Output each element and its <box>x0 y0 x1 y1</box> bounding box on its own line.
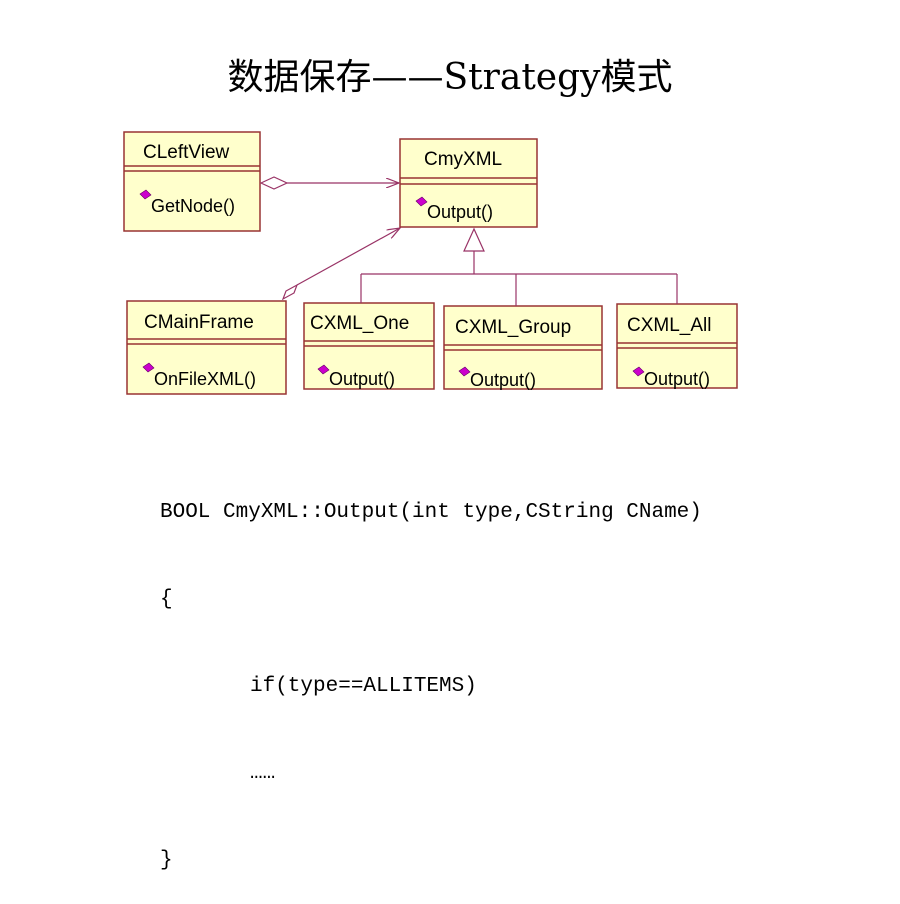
method-name: Output() <box>470 370 536 390</box>
code-line-ellipsis: …… <box>250 762 276 785</box>
method-marker-icon <box>458 366 471 377</box>
method-marker-icon <box>415 196 428 207</box>
slide-title: 数据保存——Strategy模式 <box>227 57 673 98</box>
inheritance-triangle-icon <box>463 227 485 252</box>
class-cxml-group[interactable]: CXML_Group Output() <box>443 305 603 390</box>
method-name: Output() <box>644 369 710 389</box>
code-line-if: if(type==ALLITEMS) <box>250 675 477 698</box>
class-name: CLeftView <box>143 142 230 163</box>
class-cmainframe[interactable]: CMainFrame OnFileXML() <box>126 300 287 395</box>
method-marker-icon <box>317 364 330 375</box>
generalization-tree <box>360 227 678 306</box>
method-name: Output() <box>329 369 395 389</box>
method-marker-icon <box>632 366 645 377</box>
aggregation-diamond-icon <box>259 176 289 190</box>
code-line-open-brace: { <box>160 588 173 611</box>
class-name: CXML_One <box>310 313 409 334</box>
aggregation-cleftview-cmyxml <box>259 176 399 190</box>
code-line-close-brace: } <box>160 849 173 872</box>
code-snippet: BOOL CmyXML::Output(int type,CString CNa… <box>160 440 702 904</box>
method-name: OnFileXML() <box>154 369 256 389</box>
method-name: Output() <box>427 202 493 222</box>
class-name: CmyXML <box>424 149 502 170</box>
method-name: GetNode() <box>151 196 235 216</box>
uml-class-diagram: CLeftView GetNode() CmyXML Output() CMai… <box>123 131 738 395</box>
class-cxml-one[interactable]: CXML_One Output() <box>303 302 435 390</box>
class-cmyxml[interactable]: CmyXML Output() <box>399 138 538 228</box>
method-marker-icon <box>139 189 152 200</box>
class-name: CXML_Group <box>455 317 571 338</box>
method-marker-icon <box>142 362 155 373</box>
class-name: CXML_All <box>627 315 711 336</box>
aggregation-diamond-icon <box>281 283 299 301</box>
class-name: CMainFrame <box>144 312 254 333</box>
class-cleftview[interactable]: CLeftView GetNode() <box>123 131 261 232</box>
aggregation-cmainframe-cmyxml <box>281 228 400 301</box>
class-cxml-all[interactable]: CXML_All Output() <box>616 303 738 389</box>
code-line-signature: BOOL CmyXML::Output(int type,CString CNa… <box>160 501 702 524</box>
